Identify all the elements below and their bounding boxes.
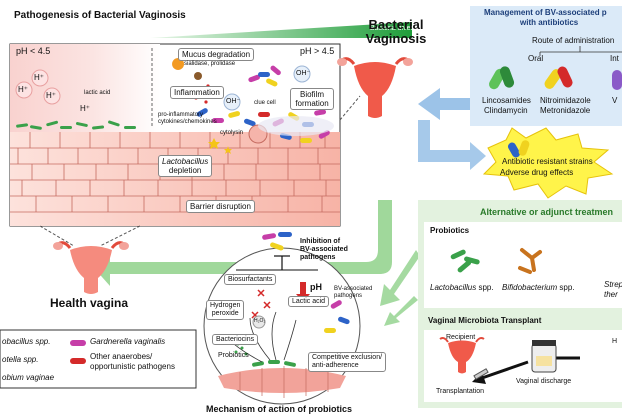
competitive-line2: anti-adherence [312,362,359,369]
hydrogen-line1: Hydrogen [210,302,241,309]
legend-item-4-line2: opportunistic pathogens [90,362,175,371]
legend-item-4-line1: Other anaerobes/ [90,352,153,361]
barrier-disruption-label: Barrier disruption [186,200,255,213]
inhibition-line2: BV-associated [300,246,348,253]
competitive-exclusion-label: Competitive exclusion/ anti-adherence [308,352,387,372]
biosurfactants-label: Biosurfactants [224,274,277,285]
oral-label: Oral [528,54,544,63]
h-plus-3: H⁺ [46,91,56,100]
drug3-label: V [612,96,618,105]
uterus-health-icon [53,241,129,294]
legend-item-3: otella spp. [2,355,39,364]
green-arrow-vmt [384,296,418,326]
alternative-title: Alternative or adjunct treatmen [480,207,614,217]
blue-arrow-to-risk [418,120,486,170]
blue-arrow-to-bv [418,88,470,120]
ph-label: pH [310,282,322,292]
bacteria-diversity-wedge [150,22,412,38]
hydrogen-line2: peroxide [211,310,239,317]
bv-pathogens-label: BV-associated pathogens [334,286,372,300]
legend-item-5: obium vaginae [2,373,55,382]
hydrogen-peroxide-label: Hydrogen peroxide [206,300,245,320]
oh-minus-2: OH⁻ [226,98,241,105]
intra-label: Int [610,54,619,63]
pathogenesis-title: Pathogenesis of Bacterial Vaginosis [14,10,186,21]
bv-pathogens-line2: pathogens [334,293,363,299]
lacto-icon [450,249,480,273]
drug2-line1: Nitroimidazole [540,96,591,105]
lacto-label-italic: Lactobacillus [430,283,477,292]
strep-line1: Strep [604,280,622,289]
cytolysin-label: cytolysin [220,130,244,136]
inhibition-line3: pathogens [300,254,336,261]
inhibition-label: Inhibition of BV-associated pathogens [300,238,348,262]
inflammation-label: Inflammation [170,86,224,99]
h-plus-2: H⁺ [18,85,28,94]
hydroxide-bubbles [223,65,311,111]
bifido-label-italic: Bifidobacterium [502,283,558,292]
oh-minus-1: OH⁻ [296,70,311,77]
uterus-bv-icon [337,57,413,118]
ph-low-label: pH < 4.5 [16,46,51,56]
management-panel [470,6,622,126]
mucus-degradation-label: Mucus degradation [178,48,255,61]
management-title-1: Management of BV-associated p [484,8,607,17]
transplantation-label: Transplantation [436,388,484,395]
legend-swatches [70,340,86,364]
bifido-icon [518,248,542,274]
probiotics-box [424,222,622,308]
lactic-acid-mech-label: Lactic acid [288,296,330,307]
lacto-spp: spp. [478,283,494,292]
recipient-label: Recipient [446,334,476,341]
drug1-line2: Clindamycin [484,106,528,115]
clue-cell-label: clue cell [254,100,276,106]
drug2-line2: Metronidazole [540,106,591,115]
bacteriocins-label: Bacteriocins [212,334,259,345]
h-plus-1: H⁺ [34,73,44,82]
bacteria-diversity-label: Bacteria diversity [370,25,424,32]
pill-icons [489,66,622,158]
enzyme-shapes [172,58,202,80]
bifido-spp: spp. [559,283,575,292]
vaginal-discharge-label: Vaginal discharge [516,378,572,385]
biofilm-formation-label: Biofilm formation [290,88,334,110]
uterus-recipient-icon [439,337,485,374]
drug1-line1: Lincosamides [482,96,531,105]
probiotics-mech-label: Probiotics [218,352,249,359]
bv-pathogens-line1: BV-associated [334,286,373,292]
cytolysin-stars [208,138,232,154]
proton-bubbles [15,69,61,105]
cytokines-label: pro-inflammatory cytokines/chemokines [158,112,217,125]
bifido-label: Bifidobacterium spp. [502,283,575,292]
management-title-2: with antibiotics [520,18,579,27]
risk-1-label: Antibiotic resistant strains [502,157,593,166]
lacto-label: Lactobacillus spp. [430,283,494,292]
h-plus-4: H⁺ [80,104,90,113]
enzymes-label: sialidase, prolidase [184,61,236,67]
lactobacillus-depletion-rest: depletion [168,166,202,175]
lactic-acid-label: lactic acid [84,90,111,96]
vmt-title: Vaginal Microbiota Transplant [428,316,542,325]
legend-item-2: Gardnerella vaginalis [90,337,166,346]
probiotics-title: Probiotics [430,226,470,235]
ph-high-label: pH > 4.5 [300,46,335,56]
lactobacillus-depletion-italic: Lactobacillus [162,157,209,166]
mechanism-caption: Mechanism of action of probiotics [206,404,353,414]
lactobacillus-depletion-label: Lactobacillus depletion [158,155,213,177]
h2o2-label: H₂O₂ [254,318,266,324]
legend-box [0,329,197,389]
green-arrow-to-mechanism [380,250,420,306]
inhibition-line1: Inhibition of [300,238,341,245]
strep-line2: ther [604,290,618,299]
bv-title: Bacterial Vaginosis [365,17,427,46]
risk-2-label: Adverse drug effects [500,168,574,177]
health-vagina-title: Health vagina [50,296,129,310]
lacto-rods-surface [16,120,136,130]
donor-fragment: H [612,338,618,345]
legend-item-1: obacillus spp. [2,337,51,346]
pathogen-cluster [196,65,330,143]
competitive-line1: Competitive exclusion/ [312,354,383,361]
route-label: Route of administration [532,36,615,45]
